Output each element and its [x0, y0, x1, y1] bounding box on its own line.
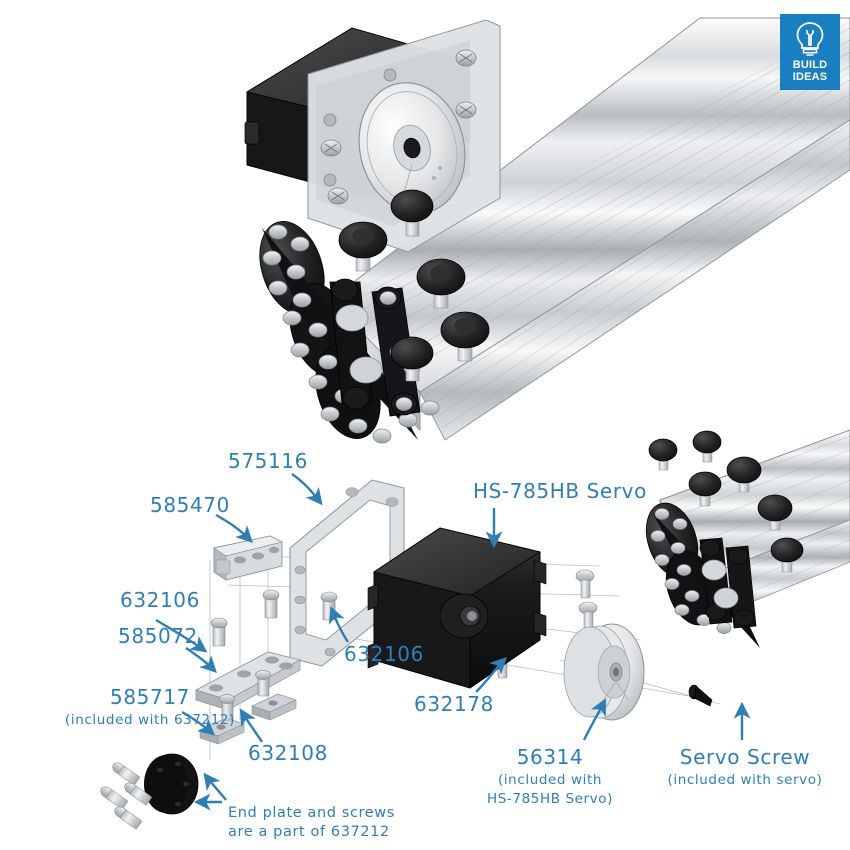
callout-label-endplate-note: End plate and screws are a part of 63721…	[228, 805, 395, 841]
callout-label-632106-a: 632106	[120, 588, 200, 612]
part-56314-wheel	[563, 623, 645, 721]
lightbulb-wrench-icon	[796, 22, 824, 56]
arrow-632108	[239, 708, 263, 743]
callout-label-servo-screw: Servo Screw (included with servo)	[667, 745, 823, 788]
roller-carriage-secondary	[645, 430, 804, 648]
callout-label-585470: 585470	[150, 493, 230, 517]
callout-arrows	[155, 473, 751, 811]
callout-label-632108: 632108	[248, 741, 328, 765]
secondary-rail-rollers	[648, 430, 804, 573]
arrow-585470	[215, 513, 253, 543]
callout-label-585717: 585717 (included with 637212)	[65, 685, 235, 728]
roller-carriage-main	[259, 189, 490, 444]
arrow-632106-a	[155, 618, 208, 653]
build-ideas-badge[interactable]: BUILD IDEAS	[780, 14, 840, 90]
part-585470-bracket	[213, 535, 284, 581]
part-637212-endplate	[144, 753, 199, 815]
arrow-endplate	[203, 772, 227, 801]
callout-label-585072: 585072	[118, 624, 198, 648]
badge-line-2: IDEAS	[792, 70, 828, 83]
main-assembly	[244, 17, 850, 444]
exploded-screws	[210, 569, 598, 721]
callout-label-575116: 575116	[228, 449, 308, 473]
secondary-assembly	[645, 429, 850, 648]
rail-rollers	[338, 189, 490, 382]
arrow-632106-b	[328, 606, 349, 643]
callout-label-632178: 632178	[414, 692, 494, 716]
badge-line-1: BUILD	[792, 59, 828, 71]
callout-label-servo: HS-785HB Servo	[473, 479, 647, 503]
callout-label-632106-b: 632106	[344, 642, 424, 666]
arrow-585072	[185, 647, 217, 673]
part-637212-screws	[100, 762, 152, 830]
arrow-632178	[475, 657, 507, 693]
arrow-575116	[291, 473, 323, 506]
part-servo-screw	[688, 684, 713, 707]
arrow-56314	[582, 698, 606, 741]
arrow-585717	[181, 710, 216, 736]
callout-label-56314: 56314 (included with HS-785HB Servo)	[486, 745, 613, 807]
